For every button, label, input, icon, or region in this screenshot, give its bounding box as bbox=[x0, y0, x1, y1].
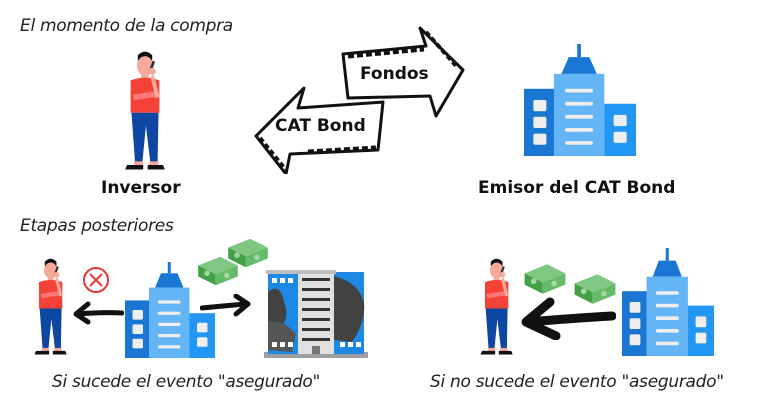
issuer-building-right bbox=[622, 248, 714, 356]
building-icon bbox=[622, 248, 714, 356]
person-icon bbox=[30, 248, 78, 366]
issuer-figure bbox=[524, 38, 636, 162]
destroyed-building-icon bbox=[262, 262, 370, 360]
investor-label: Inversor bbox=[101, 178, 181, 198]
arrow-left-icon bbox=[516, 296, 616, 340]
section-title-purchase: El momento de la compra bbox=[20, 16, 233, 36]
section-title-later-stages: Etapas posteriores bbox=[20, 216, 174, 236]
cancel-icon bbox=[82, 266, 110, 294]
arrow-right-icon bbox=[341, 26, 465, 118]
arrow-left-icon bbox=[72, 300, 124, 326]
issuer-label: Emisor del CAT Bond bbox=[478, 178, 676, 198]
arrow-funds-label: Fondos bbox=[360, 64, 429, 84]
arrow-bond-label: CAT Bond bbox=[275, 116, 366, 136]
exchange-arrows-icon bbox=[254, 26, 465, 174]
investor-figure-left bbox=[30, 248, 78, 366]
exchange-arrows bbox=[248, 24, 468, 174]
money-icon bbox=[522, 262, 568, 296]
investor-figure bbox=[118, 48, 172, 174]
arrow-right-icon bbox=[200, 294, 252, 320]
building-icon bbox=[524, 38, 636, 162]
person-icon bbox=[118, 48, 172, 174]
caption-event-not-occurs: Si no sucede el evento "asegurado" bbox=[430, 372, 724, 392]
caption-event-occurs: Si sucede el evento "asegurado" bbox=[52, 372, 321, 392]
